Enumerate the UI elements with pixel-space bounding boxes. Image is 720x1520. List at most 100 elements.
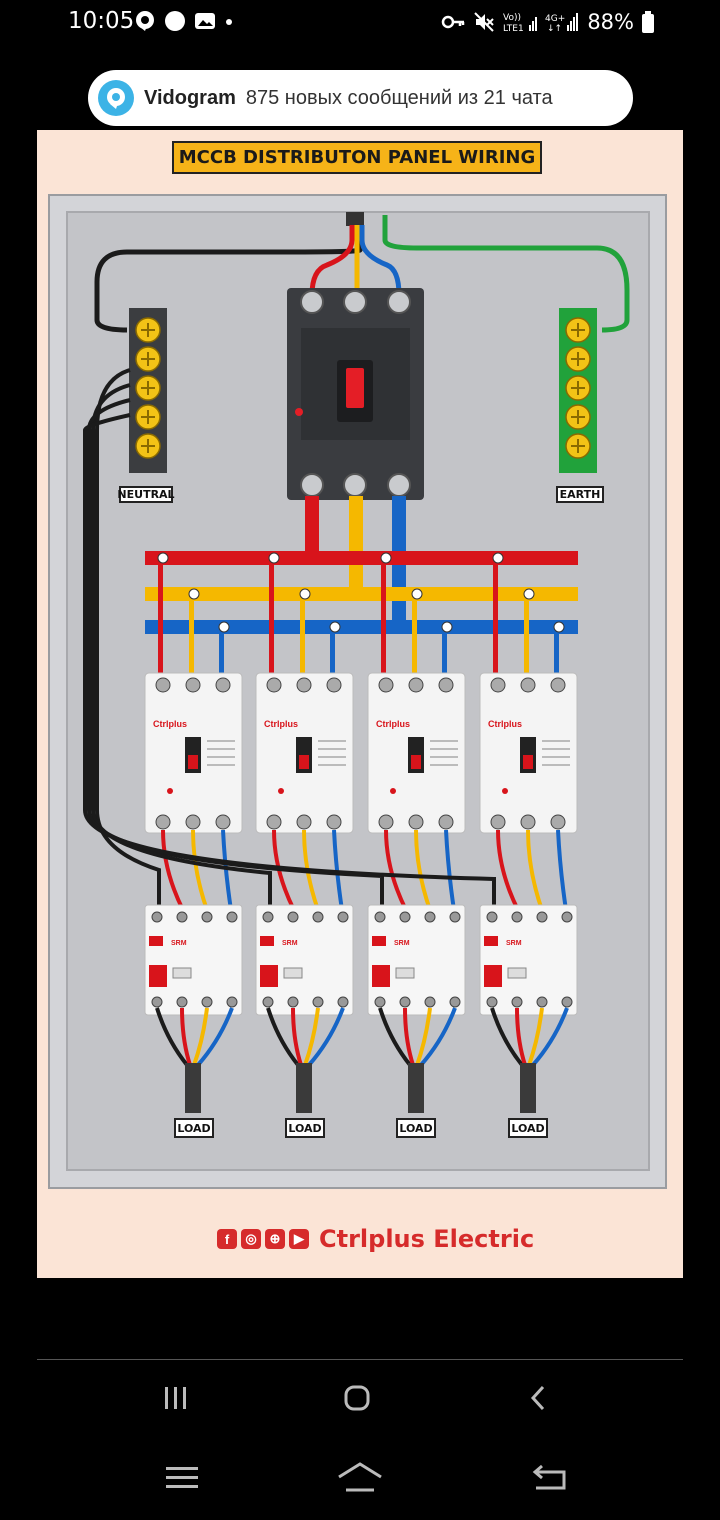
signal-4g-icon: 4G+↓↑ bbox=[545, 13, 579, 33]
neutral-label: NEUTRAL bbox=[117, 486, 175, 503]
mccb-rccb-blue-wire bbox=[221, 829, 233, 911]
mccb-rccb-blue-wire bbox=[444, 829, 456, 911]
dot-icon bbox=[226, 19, 232, 25]
mccb-terminal bbox=[215, 814, 231, 830]
main-mccb-terminal bbox=[343, 473, 367, 497]
volte-icon: Vo))LTE1 bbox=[503, 13, 538, 33]
rccb bbox=[144, 904, 243, 1016]
load-blue-wire bbox=[419, 1007, 457, 1067]
tap-blue-wire bbox=[554, 627, 559, 678]
busbar-bolt bbox=[329, 621, 341, 633]
busbar-bolt bbox=[218, 621, 230, 633]
rccb-terminal bbox=[337, 911, 349, 923]
status-bar: 10:05 Vo))LTE1 4G+↓↑ 88% bbox=[0, 0, 720, 48]
mccb-print-line bbox=[318, 756, 346, 758]
rccb-terminal bbox=[226, 996, 238, 1008]
rccb-terminal bbox=[337, 996, 349, 1008]
load-yellow-wire bbox=[527, 1007, 544, 1066]
mccb-rccb-yellow-wire bbox=[414, 829, 432, 911]
rccb-terminal bbox=[287, 911, 299, 923]
rccb-terminal bbox=[511, 911, 523, 923]
home-alt-icon bbox=[338, 1462, 382, 1492]
rccb-terminal bbox=[201, 996, 213, 1008]
bar-screw-slot bbox=[571, 439, 585, 453]
notification-banner[interactable]: Vidogram 875 новых сообщений из 21 чата bbox=[88, 70, 633, 126]
main-mccb-top-terminals bbox=[300, 290, 411, 314]
mccb-rccb-blue-wire bbox=[556, 829, 568, 911]
rccb-terminal bbox=[151, 996, 163, 1008]
neutral-bar-screws bbox=[135, 317, 161, 459]
home-button[interactable] bbox=[337, 1378, 377, 1418]
rccb-terminal bbox=[151, 911, 163, 923]
circle-icon bbox=[165, 11, 185, 31]
mccb-terminal bbox=[378, 677, 394, 693]
mccb-test-button bbox=[390, 788, 396, 794]
facebook-icon: f bbox=[217, 1229, 237, 1249]
mccb-terminal bbox=[408, 677, 424, 693]
load-cable bbox=[408, 1063, 424, 1113]
busbar-bolt bbox=[380, 552, 392, 564]
mccb-brand-text: Ctrlplus bbox=[488, 719, 522, 729]
menu-button[interactable] bbox=[160, 1458, 204, 1498]
nav-divider bbox=[37, 1359, 683, 1360]
rccb-rating-box bbox=[283, 967, 303, 979]
mccb-rccb-yellow-wire bbox=[526, 829, 544, 911]
recent-apps-button[interactable] bbox=[156, 1378, 196, 1418]
return-button[interactable] bbox=[528, 1458, 572, 1498]
mccb-handle bbox=[299, 755, 309, 769]
battery-icon bbox=[642, 11, 654, 33]
mccb-print-line bbox=[207, 756, 235, 758]
busbar-bolt bbox=[553, 621, 565, 633]
back-button[interactable] bbox=[518, 1378, 558, 1418]
rccb-rating-box bbox=[507, 967, 527, 979]
mccb-brand-text: Ctrlplus bbox=[264, 719, 298, 729]
menu-icon bbox=[166, 1467, 198, 1488]
svg-text:Vo)): Vo)) bbox=[503, 13, 521, 23]
mccb-terminal bbox=[520, 677, 536, 693]
busbar-bolt bbox=[268, 552, 280, 564]
rccb-rating-box bbox=[172, 967, 192, 979]
mccb-print-line bbox=[542, 764, 570, 766]
mccb-handle bbox=[523, 755, 533, 769]
load-yellow-wire bbox=[415, 1007, 432, 1066]
mccb-print-line bbox=[542, 740, 570, 742]
tap-red-wire bbox=[493, 558, 498, 678]
rccb-terminal bbox=[262, 911, 274, 923]
neutral-branch-wire bbox=[83, 413, 496, 910]
rccb-terminal bbox=[486, 996, 498, 1008]
home-icon bbox=[344, 1385, 370, 1411]
main-mccb-terminal bbox=[300, 290, 324, 314]
status-right-icons: Vo))LTE1 4G+↓↑ 88% bbox=[441, 10, 654, 34]
blue-busbar bbox=[145, 620, 578, 634]
rccb-test-button bbox=[149, 936, 163, 946]
home-alt-button[interactable] bbox=[336, 1456, 384, 1500]
rccb-brand-text: SRM bbox=[171, 940, 187, 947]
rccb-handle bbox=[484, 965, 502, 987]
mccb-terminal bbox=[408, 814, 424, 830]
load-neutral-wire bbox=[266, 1007, 300, 1067]
busbar-bolt bbox=[523, 588, 535, 600]
main-red-riser bbox=[305, 496, 319, 556]
mccb-rccb-red-wire bbox=[496, 829, 520, 911]
rccb-handle bbox=[260, 965, 278, 987]
bar-screw-slot bbox=[141, 381, 155, 395]
mccb-terminal bbox=[296, 814, 312, 830]
mccb-terminal bbox=[550, 677, 566, 693]
rccb-terminal bbox=[511, 996, 523, 1008]
mccb-test-button bbox=[278, 788, 284, 794]
youtube-icon: ▶ bbox=[289, 1229, 309, 1249]
rccb-terminal bbox=[536, 911, 548, 923]
main-mccb-terminal bbox=[343, 290, 367, 314]
mccb-rccb-red-wire bbox=[384, 829, 408, 911]
load-label: LOAD bbox=[508, 1118, 548, 1138]
rccb-terminal bbox=[424, 911, 436, 923]
rccb-brand-text: SRM bbox=[506, 940, 522, 947]
tap-blue-wire bbox=[330, 627, 335, 678]
mccb-terminal bbox=[215, 677, 231, 693]
mccb-rccb-yellow-wire bbox=[191, 829, 209, 911]
load-neutral-wire bbox=[490, 1007, 524, 1067]
web-icon: ⊕ bbox=[265, 1229, 285, 1249]
notification-app-name: Vidogram bbox=[144, 86, 236, 109]
bar-screw-slot bbox=[571, 381, 585, 395]
